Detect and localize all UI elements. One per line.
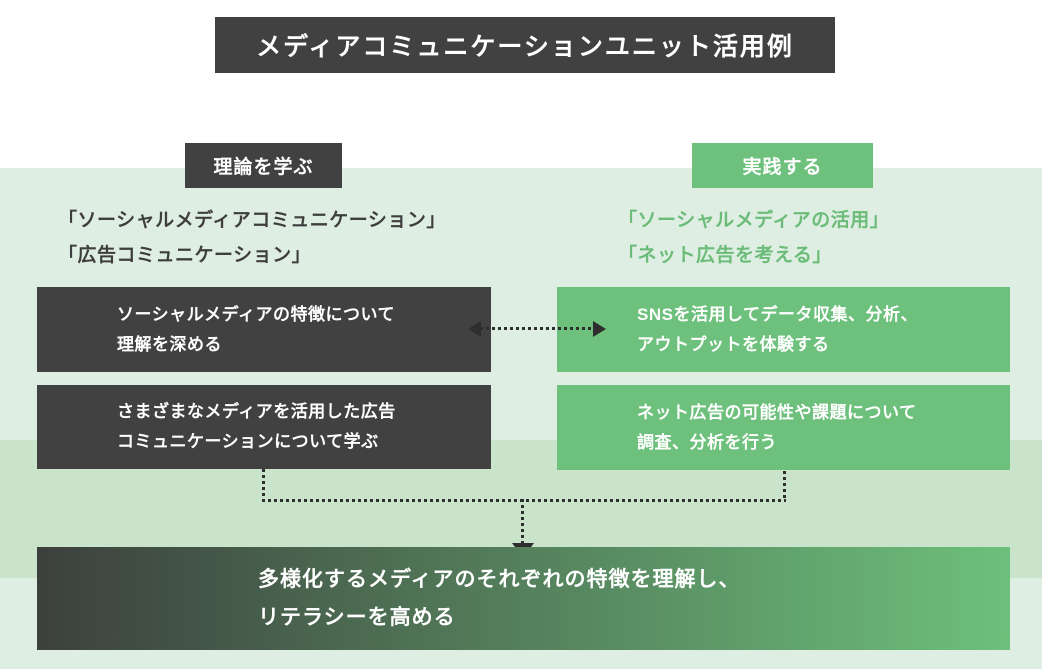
practice-box1-line1: SNSを活用してデータ収集、分析、 [637, 304, 918, 324]
theory-heading-line2: 「広告コミュニケーション」 [58, 245, 312, 266]
theory-box1-line2: 理解を深める [117, 334, 222, 354]
outcome-line1: 多様化するメディアのそれぞれの特徴を理解し、 [258, 567, 741, 591]
practice-box-sns-data: SNSを活用してデータ収集、分析、 アウトプットを体験する [557, 287, 1010, 372]
practice-course-heading: 「ソーシャルメディアの活用」 「ネット広告を考える」 [618, 203, 889, 273]
arrowhead-left-icon [468, 321, 481, 337]
merge-vertical-line [521, 499, 524, 544]
practice-box1-line2: アウトプットを体験する [637, 334, 830, 354]
practice-heading-line1: 「ソーシャルメディアの活用」 [618, 210, 890, 231]
diagram-title-box: メディアコミュニケーションユニット活用例 [215, 17, 835, 73]
practice-box-net-ad: ネット広告の可能性や課題について 調査、分析を行う [557, 385, 1010, 470]
theory-box-social-media: ソーシャルメディアの特徴について 理解を深める [37, 287, 491, 372]
practice-box2-line2: 調査、分析を行う [637, 432, 777, 452]
theory-heading-line1: 「ソーシャルメディアコミュニケーション」 [58, 210, 446, 231]
theory-box1-line1: ソーシャルメディアの特徴について [117, 304, 395, 324]
theory-box-ad-communication: さまざまなメディアを活用した広告 コミュニケーションについて学ぶ [37, 385, 491, 469]
diagram-title: メディアコミュニケーションユニット活用例 [256, 33, 794, 61]
theory-practice-dotted-line [480, 327, 592, 330]
theory-drop-line [262, 469, 265, 500]
practice-box2-line1: ネット広告の可能性や課題について [637, 402, 917, 422]
outcome-box: 多様化するメディアのそれぞれの特徴を理解し、 リテラシーを高める [37, 547, 1010, 650]
theory-box2-line2: コミュニケーションについて学ぶ [117, 432, 379, 451]
theory-box2-line1: さまざまなメディアを活用した広告 [117, 402, 396, 421]
theory-tag: 理論を学ぶ [185, 143, 342, 188]
practice-heading-line2: 「ネット広告を考える」 [618, 245, 832, 266]
outcome-line2: リテラシーを高める [258, 605, 456, 629]
practice-tag-label: 実践する [742, 157, 823, 178]
arrowhead-right-icon [593, 321, 606, 337]
practice-tag: 実践する [692, 143, 873, 188]
theory-course-heading: 「ソーシャルメディアコミュニケーション」 「広告コミュニケーション」 [58, 203, 446, 273]
practice-drop-line [783, 471, 786, 500]
theory-tag-label: 理論を学ぶ [213, 157, 314, 178]
merge-horizontal-line [262, 499, 786, 502]
